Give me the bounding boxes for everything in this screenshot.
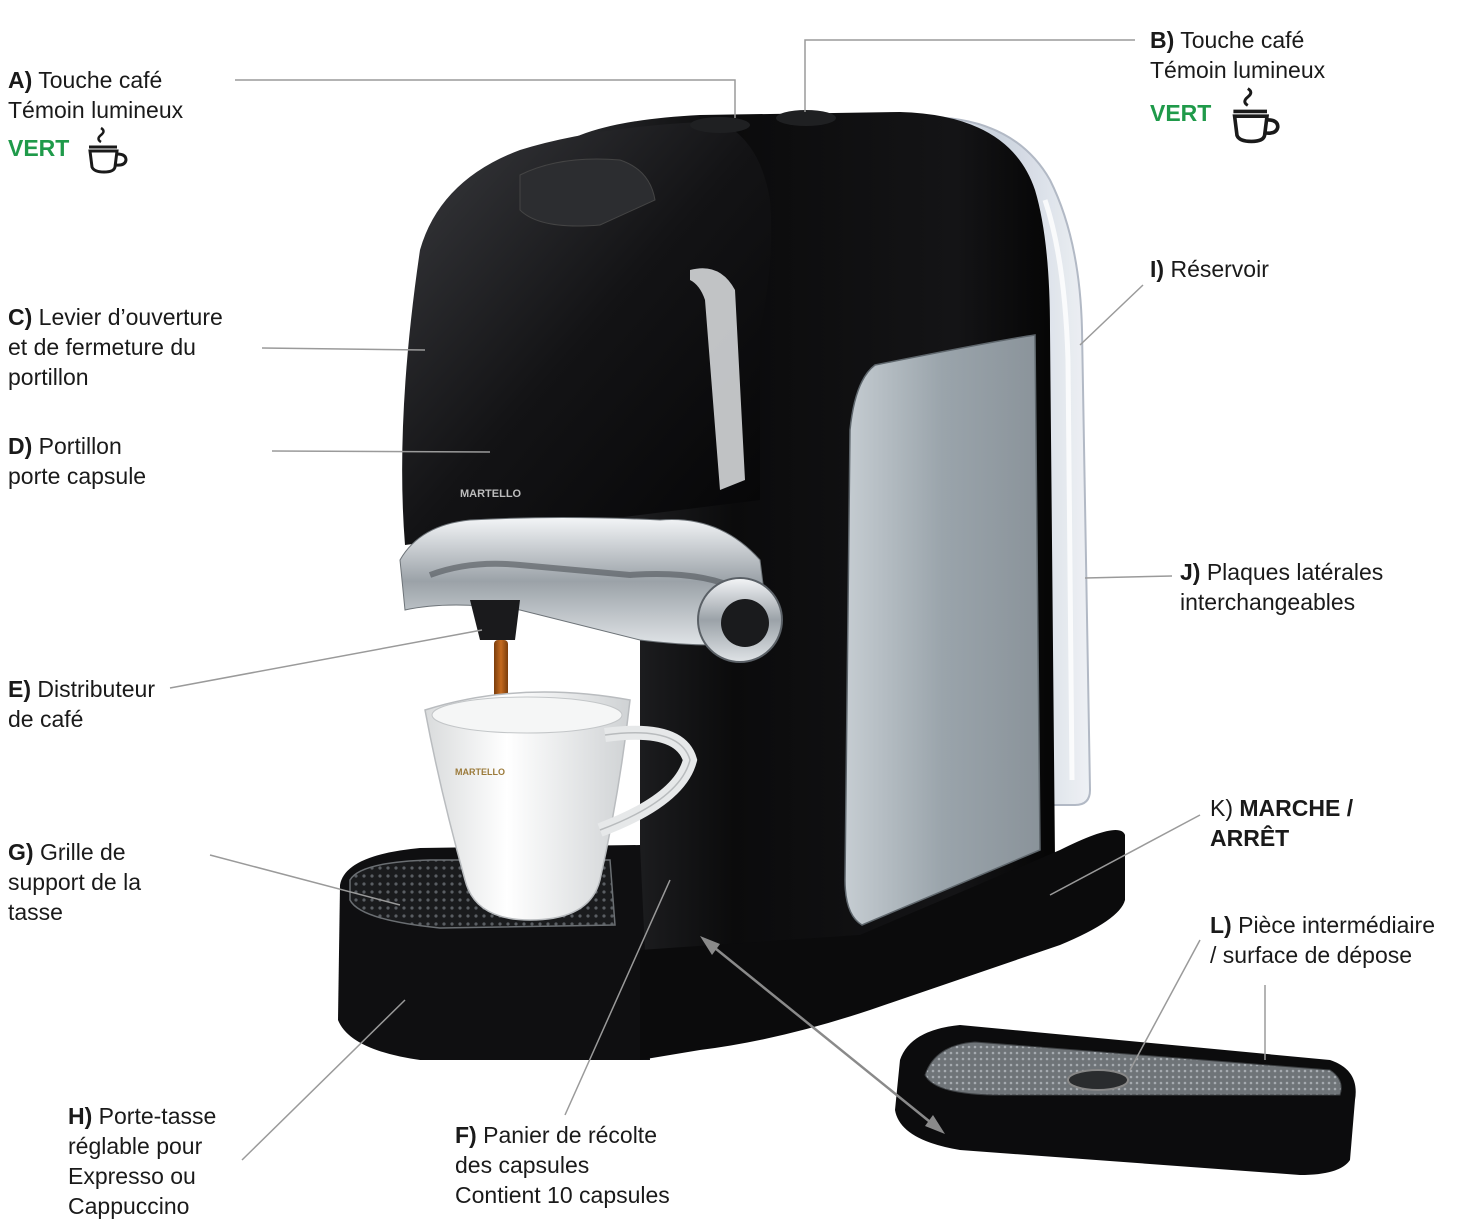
label-b: B) Touche café Témoin lumineux VERT: [1150, 25, 1325, 145]
label-k: K) MARCHE / ARRÊT: [1210, 793, 1353, 853]
label-g-line1: Grille de: [39, 839, 126, 865]
label-b-green: VERT: [1150, 100, 1212, 127]
coffee-button-a: [690, 117, 750, 133]
label-d-key: D): [8, 433, 33, 459]
label-h-line4: Cappuccino: [68, 1193, 190, 1219]
label-h-line2: réglable pour: [68, 1133, 203, 1159]
label-h-line3: Expresso ou: [68, 1163, 196, 1189]
label-b-line2: Témoin lumineux: [1150, 57, 1326, 83]
label-e-line1: Distributeur: [37, 676, 155, 702]
arrow-head-bottom: [925, 1115, 945, 1134]
label-k-line2: ARRÊT: [1210, 825, 1290, 851]
label-k-line1: MARCHE /: [1239, 795, 1354, 821]
label-c: C) Levier d’ouverture et de fermeture du…: [8, 302, 223, 392]
label-c-key: C): [8, 304, 33, 330]
machine-logo: MARTELLO: [460, 488, 522, 500]
label-i-line1: Réservoir: [1170, 256, 1269, 282]
coffee-button-b: [776, 110, 836, 126]
label-e-line2: de café: [8, 706, 84, 732]
label-f-line1: Panier de récolte: [483, 1122, 657, 1148]
label-i-key: I): [1150, 256, 1165, 282]
label-l-line2: / surface de dépose: [1210, 942, 1413, 968]
label-e: E) Distributeur de café: [8, 674, 155, 734]
label-c-line2: et de fermeture du: [8, 334, 196, 360]
label-a-key: A): [8, 67, 33, 93]
label-d-line1: Portillon: [38, 433, 122, 459]
label-a: A) Touche café Témoin lumineux VERT: [8, 65, 183, 175]
label-a-green: VERT: [8, 135, 70, 162]
label-h-key: H): [68, 1103, 93, 1129]
label-g-line2: support de la: [8, 869, 141, 895]
coffee-cup-icon: [1232, 87, 1280, 144]
leader-lines: [169, 39, 1266, 1161]
label-j: J) Plaques latérales interchangeables: [1180, 557, 1383, 617]
label-l-line1: Pièce intermédiaire: [1238, 912, 1435, 938]
side-panel: [844, 334, 1041, 926]
label-j-line1: Plaques latérales: [1206, 559, 1384, 585]
label-h: H) Porte-tasse réglable pour Expresso ou…: [68, 1101, 216, 1221]
cup-logo: MARTELLO: [455, 767, 505, 777]
label-h-line1: Porte-tasse: [98, 1103, 217, 1129]
label-e-key: E): [8, 676, 31, 702]
opening-lever: [519, 158, 656, 227]
label-j-line2: interchangeables: [1180, 589, 1356, 615]
label-l: L) Pièce intermédiaire / surface de dépo…: [1210, 910, 1435, 970]
label-k-key: K): [1210, 795, 1233, 821]
label-f-line2: des capsules: [455, 1152, 590, 1178]
label-g-line3: tasse: [8, 899, 63, 925]
label-c-line1: Levier d’ouverture: [38, 304, 223, 330]
label-i: I) Réservoir: [1150, 254, 1269, 284]
coffee-dispenser: [470, 600, 520, 640]
arrow-head-top: [700, 936, 720, 955]
coffee-cup-icon: [88, 126, 128, 174]
label-f-key: F): [455, 1122, 477, 1148]
label-a-line1: Touche café: [38, 67, 163, 93]
label-d-line2: porte capsule: [8, 463, 147, 489]
label-a-line2: Témoin lumineux: [8, 97, 184, 123]
label-g-key: G): [8, 839, 34, 865]
label-b-key: B): [1150, 27, 1175, 53]
label-f-line3: Contient 10 capsules: [455, 1182, 670, 1208]
machine-base: [640, 830, 1125, 1060]
label-c-line3: portillon: [8, 364, 89, 390]
label-l-key: L): [1210, 912, 1232, 938]
label-f: F) Panier de récolte des capsules Contie…: [455, 1120, 670, 1210]
label-j-key: J): [1180, 559, 1201, 585]
label-b-line1: Touche café: [1180, 27, 1305, 53]
machine-head: [402, 122, 772, 545]
label-g: G) Grille de support de la tasse: [8, 837, 141, 927]
label-d: D) Portillon porte capsule: [8, 431, 146, 491]
espresso-cup: [424, 691, 631, 921]
